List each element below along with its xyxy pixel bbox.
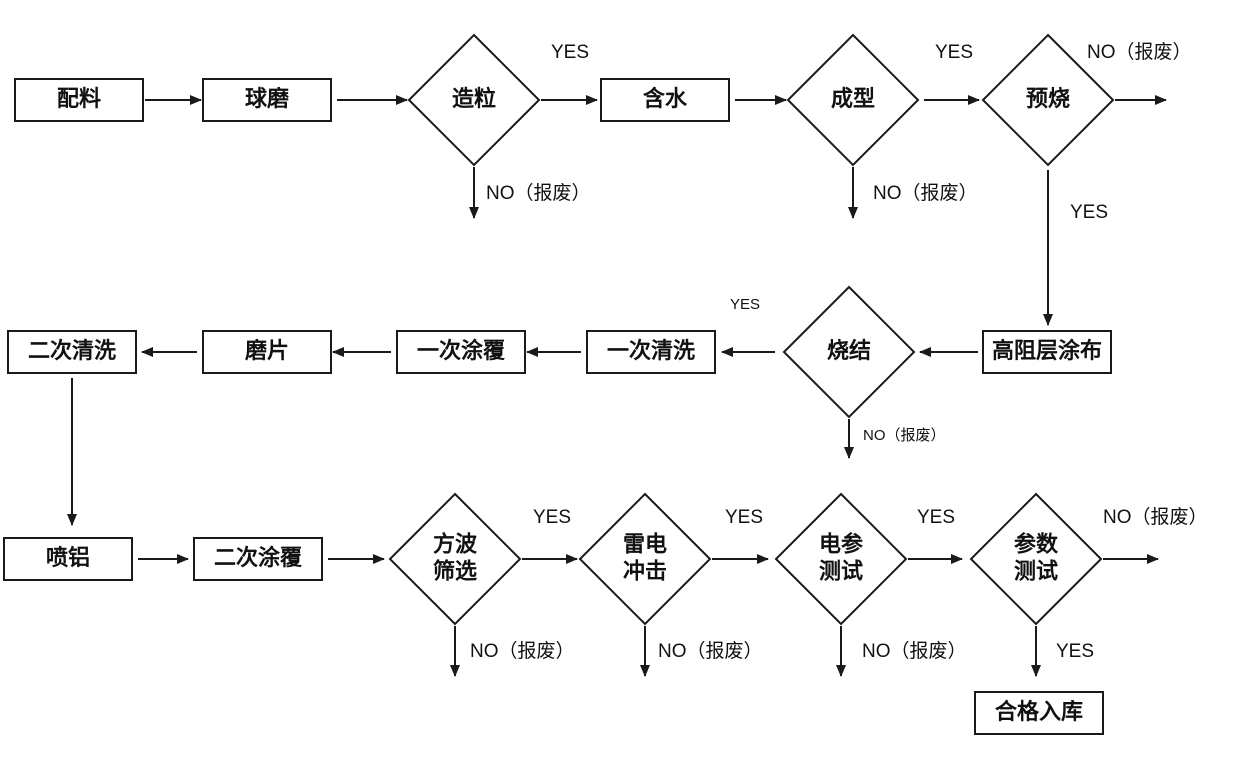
node-label: 雷电冲击 [623, 533, 667, 585]
decision-diamond [782, 285, 916, 419]
node-label: 高阻层涂布 [992, 338, 1102, 364]
no-scrap-label: NO（报废） [1103, 506, 1208, 528]
process-box [3, 537, 133, 581]
process-box [14, 78, 144, 122]
node-label: 成型 [831, 87, 875, 112]
node-label: 合格入库 [995, 699, 1083, 725]
node-label: 烧结 [827, 338, 871, 364]
decision-node: 方波筛选 [388, 492, 522, 626]
decision-node: 参数测试 [969, 492, 1103, 626]
no-scrap-label: NO（报废） [486, 182, 591, 204]
no-scrap-label: NO（报废） [873, 182, 978, 204]
decision-node: 成型 [786, 33, 920, 167]
yes-label: YES [1070, 202, 1108, 223]
node-label: 一次清洗 [607, 338, 695, 364]
node-label-line: 电参 [819, 532, 863, 558]
node-label-line: 雷电 [623, 533, 667, 558]
process-box [600, 78, 730, 122]
process-step-node: 磨片 [202, 330, 332, 374]
node-label: 电参测试 [819, 532, 863, 585]
decision-node: 造粒 [407, 33, 541, 167]
no-scrap-label: NO（报废） [862, 640, 967, 662]
process-box [202, 330, 332, 374]
process-step-node: 合格入库 [974, 691, 1104, 735]
process-step-node: 二次涂覆 [193, 537, 323, 581]
node-label-line: 冲击 [623, 560, 667, 585]
yes-label: YES [533, 507, 571, 528]
decision-diamond [388, 492, 522, 626]
process-box [7, 330, 137, 374]
node-label: 二次清洗 [28, 338, 116, 364]
process-box [586, 330, 716, 374]
decision-diamond [774, 492, 908, 626]
node-label: 球磨 [245, 87, 289, 112]
node-label-line: 方波 [433, 532, 478, 558]
node-label: 磨片 [245, 339, 289, 364]
process-step-node: 含水 [600, 78, 730, 122]
process-step-node: 球磨 [202, 78, 332, 122]
node-label-line: 筛选 [433, 559, 477, 585]
process-step-node: 二次清洗 [7, 330, 137, 374]
no-scrap-label: NO（报废） [863, 427, 946, 444]
decision-diamond [786, 33, 920, 167]
yes-label: YES [730, 296, 760, 313]
node-label: 配料 [57, 87, 101, 112]
decision-node: 预烧 [981, 33, 1115, 167]
yes-label: YES [917, 507, 955, 528]
decision-diamond [578, 492, 712, 626]
node-label-line: 测试 [1014, 560, 1058, 585]
yes-label: YES [551, 42, 589, 63]
decision-node: 电参测试 [774, 492, 908, 626]
decision-node: 烧结 [782, 285, 916, 419]
node-label: 造粒 [452, 86, 496, 112]
node-label: 含水 [643, 86, 688, 112]
process-box [974, 691, 1104, 735]
node-label: 二次涂覆 [214, 545, 303, 571]
edge-labels: YES NO（报废） YES NO（报废） NO（报废） YES YES NO（报废） YES N… [470, 41, 1208, 662]
process-step-node: 喷铝 [3, 537, 133, 581]
process-box [202, 78, 332, 122]
process-step-node: 配料 [14, 78, 144, 122]
decision-diamond [969, 492, 1103, 626]
node-label: 方波筛选 [433, 532, 478, 585]
node-label: 参数测试 [1014, 532, 1059, 585]
no-scrap-label: NO（报废） [470, 640, 575, 662]
yes-label: YES [725, 507, 763, 528]
decision-diamond [407, 33, 541, 167]
node-label-line: 参数 [1014, 532, 1059, 558]
process-box [982, 330, 1112, 374]
node-label-line: 测试 [819, 560, 863, 585]
no-scrap-label: NO（报废） [658, 640, 763, 662]
process-step-node: 一次清洗 [586, 330, 716, 374]
edges [67, 95, 1167, 677]
decision-diamond [981, 33, 1115, 167]
process-box [193, 537, 323, 581]
decision-node: 雷电冲击 [578, 492, 712, 626]
yes-label: YES [935, 42, 973, 63]
node-label: 预烧 [1026, 87, 1070, 112]
process-step-node: 高阻层涂布 [982, 330, 1112, 374]
process-box [396, 330, 526, 374]
node-label: 喷铝 [46, 545, 90, 571]
no-scrap-label: NO（报废） [1087, 41, 1192, 63]
yes-label: YES [1056, 641, 1094, 662]
node-label: 一次涂覆 [417, 338, 506, 364]
process-step-node: 一次涂覆 [396, 330, 526, 374]
